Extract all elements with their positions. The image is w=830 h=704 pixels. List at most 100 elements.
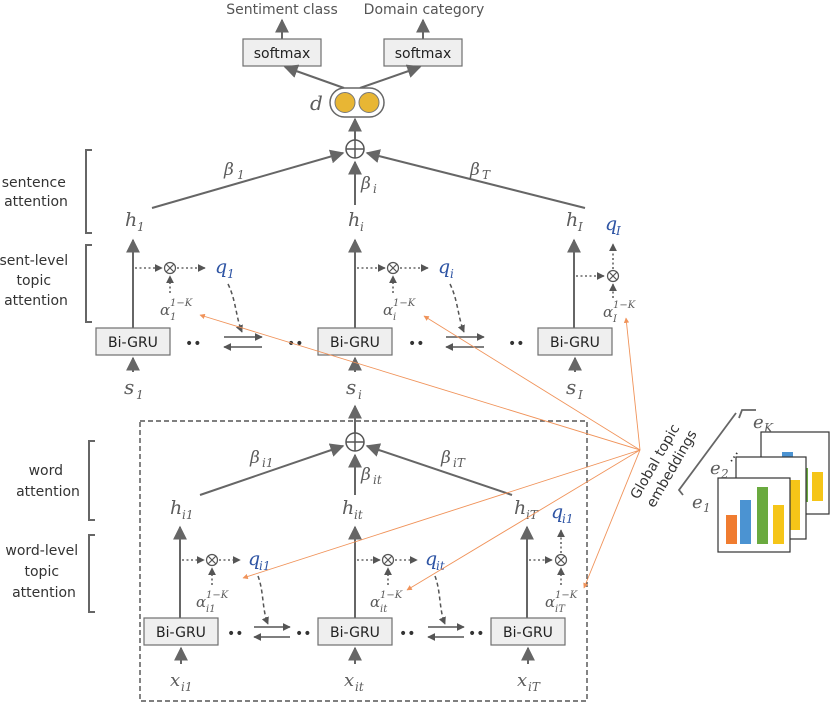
word-attention-label: word attention [16, 463, 80, 500]
input-si: s i [346, 375, 362, 402]
beta-i1: β i1 [249, 448, 273, 470]
embedding-eK-label: e K [753, 412, 774, 435]
sent-bigru-1: Bi-GRU [95, 327, 171, 356]
domain-category-label: Domain category [364, 2, 485, 18]
otimes-word-t [381, 553, 395, 567]
hidden-hi: h i [348, 209, 364, 234]
sentence-attention-label: sentence attention [2, 175, 71, 210]
alpha-i: α 1−K i [383, 298, 416, 323]
otimes-sent-i [386, 261, 400, 275]
svg-text:1−K: 1−K [555, 590, 578, 601]
sent-topic-attention-label: sent-level topic attention [0, 253, 73, 309]
bracket-word-topic-attention [88, 534, 95, 613]
sent-ellipsis-1: •• [185, 336, 202, 352]
svg-text:Bi-GRU: Bi-GRU [108, 335, 158, 351]
svg-text:x: x [170, 670, 180, 691]
svg-text:α: α [370, 593, 380, 611]
svg-text:Bi-GRU: Bi-GRU [156, 625, 206, 641]
svg-text:i1: i1 [181, 680, 192, 694]
svg-text:i1: i1 [182, 508, 193, 522]
svg-text:I: I [577, 220, 583, 234]
word-level-container [139, 420, 588, 702]
embedding-e2-label: e 2 [710, 458, 729, 481]
svg-text:Bi-GRU: Bi-GRU [550, 335, 600, 351]
hidden-h1: h 1 [125, 209, 145, 234]
softmax-sentiment-box: softmax [242, 38, 322, 67]
svg-text:β: β [360, 174, 371, 194]
word-ellipsis-1: •• [227, 626, 244, 642]
svg-text:1: 1 [170, 312, 176, 323]
svg-text:x: x [344, 670, 354, 691]
svg-text:q: q [425, 548, 437, 570]
word-bidir-arrows-left [253, 623, 291, 641]
svg-text:1−K: 1−K [170, 298, 193, 309]
word-bigru-T: Bi-GRU [490, 617, 566, 646]
svg-text:iT: iT [555, 604, 566, 615]
svg-text:i1: i1 [262, 456, 273, 470]
sentiment-class-label: Sentiment class [226, 2, 338, 18]
topic-embedding-card-1 [717, 477, 791, 553]
sentence-sum-node [345, 139, 365, 159]
otimes-word-T [554, 553, 568, 567]
svg-text:it: it [436, 559, 445, 573]
beta-i: β i [360, 174, 377, 196]
sent-bigru-i: Bi-GRU [317, 327, 393, 356]
svg-text:α: α [545, 593, 555, 611]
svg-text:β: β [249, 448, 260, 468]
svg-text:Bi-GRU: Bi-GRU [330, 625, 380, 641]
doc-to-softmax-domain-arrow [359, 64, 422, 89]
svg-text:i: i [373, 182, 377, 196]
svg-text:e: e [692, 492, 703, 513]
word-topic-attention-label: word-level topic attention [5, 543, 82, 601]
svg-text:Bi-GRU: Bi-GRU [330, 335, 380, 351]
svg-text:α: α [383, 301, 393, 319]
svg-text:α: α [160, 301, 170, 319]
svg-text:q: q [551, 501, 563, 523]
alpha-I: α 1−K I [603, 300, 636, 325]
beta-1: β 1 [223, 160, 245, 182]
svg-text:s: s [124, 375, 134, 399]
svg-text:h: h [170, 497, 182, 519]
svg-text:q: q [605, 213, 617, 235]
svg-text:i1: i1 [259, 559, 270, 573]
svg-text:it: it [380, 604, 388, 615]
svg-text:i: i [360, 220, 364, 234]
sent-attn-arrow-1 [151, 149, 345, 209]
svg-text:q: q [438, 256, 450, 278]
svg-text:1: 1 [703, 501, 711, 515]
input-xit: x it [344, 670, 364, 694]
alpha-i1: α 1−K i1 [196, 590, 229, 615]
qit-feedback-arrow [434, 575, 446, 625]
svg-text:i: i [393, 312, 396, 323]
svg-text:it: it [373, 473, 382, 487]
word-bigru-1: Bi-GRU [143, 617, 219, 646]
svg-text:h: h [342, 497, 354, 519]
input-s1: s 1 [124, 375, 144, 402]
alpha-1: α 1−K 1 [160, 298, 193, 323]
svg-text:β: β [223, 160, 234, 180]
svg-text:1: 1 [137, 220, 145, 234]
hidden-hI: h I [566, 209, 583, 234]
bracket-e1 [677, 412, 737, 496]
global-topic-embeddings-label: Global topic embeddings [628, 418, 701, 511]
svg-text:1: 1 [227, 267, 235, 281]
bracket-eK [738, 409, 756, 419]
query-qiT: q i1 [551, 501, 573, 526]
word-ellipsis-2: •• [295, 626, 312, 642]
svg-text:x: x [517, 670, 527, 691]
svg-text:i1: i1 [206, 604, 216, 615]
word-bigru-t: Bi-GRU [317, 617, 393, 646]
svg-text:it: it [355, 680, 364, 694]
sent-ellipsis-4: •• [508, 336, 525, 352]
sent-bidir-arrows-right [445, 333, 485, 351]
word-attn-arrow-T [365, 443, 513, 496]
sent-attn-arrow-I [365, 149, 586, 209]
svg-text:i1: i1 [562, 512, 573, 526]
svg-text:1−K: 1−K [380, 590, 403, 601]
svg-text:β: β [360, 465, 371, 485]
sent-ellipsis-3: •• [408, 336, 425, 352]
softmax-domain-label: softmax [395, 46, 452, 62]
bracket-sent-topic-attention [85, 244, 92, 323]
svg-text:i: i [358, 388, 362, 402]
svg-text:iT: iT [528, 680, 541, 694]
